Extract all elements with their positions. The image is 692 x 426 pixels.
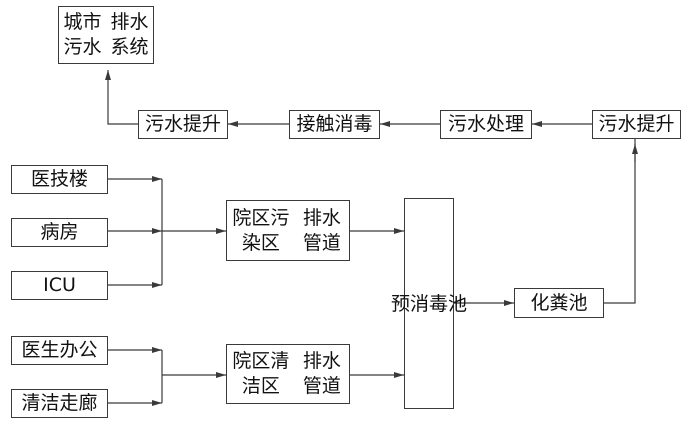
node-label-line: 消 xyxy=(409,292,429,315)
node-cleaning-corridor: 清洁走廊 xyxy=(11,389,108,418)
edge-lift-to-city-sewer xyxy=(105,70,138,125)
node-label-line: 病房 xyxy=(40,221,79,243)
node-label-line: 池 xyxy=(448,292,468,315)
node-septic-tank: 化粪池 xyxy=(514,288,604,318)
node-treatment: 污水处理 xyxy=(440,110,532,139)
node-lift-out: 污水提升 xyxy=(138,110,228,139)
node-city-sewer: 城市污水排水系统 xyxy=(58,6,154,64)
node-doctor-office: 医生办公 xyxy=(11,336,108,365)
node-label-line: 毒 xyxy=(429,292,449,315)
node-label-line: 医生办公 xyxy=(21,339,98,361)
node-medtech: 医技楼 xyxy=(11,165,108,194)
node-label-line: 排水管道 xyxy=(302,206,341,254)
node-pre-disinfection-tank: 预消毒池 xyxy=(391,198,467,409)
node-label-line: 排水系统 xyxy=(110,11,149,58)
node-disinfect: 接触消毒 xyxy=(289,110,380,139)
node-label-line: 清洁走廊 xyxy=(21,392,98,414)
node-label-line: 污水提升 xyxy=(144,113,221,135)
node-label-line: 院区清洁区 xyxy=(232,350,290,397)
node-icu: ICU xyxy=(11,271,108,300)
node-clean-pipe: 院区清洁区排水管道 xyxy=(226,344,350,404)
node-label-line: 污水处理 xyxy=(447,113,524,135)
node-label-line: 排水管道 xyxy=(302,350,341,397)
node-label-line: 城市污水 xyxy=(63,11,102,58)
node-label-line: 接触消毒 xyxy=(296,113,373,135)
node-contaminated-pipe: 院区污染区排水管道 xyxy=(226,200,350,261)
node-ward: 病房 xyxy=(11,218,108,247)
node-lift-in: 污水提升 xyxy=(592,110,681,139)
node-label-line: 医技楼 xyxy=(30,168,88,190)
edge-septic-to-lift xyxy=(604,144,638,304)
node-label-line: 院区污染区 xyxy=(232,206,290,254)
node-label-line: 预 xyxy=(390,292,410,315)
node-label-line: 污水提升 xyxy=(598,113,675,135)
node-label-line: ICU xyxy=(43,274,76,296)
node-label-line: 化粪池 xyxy=(530,291,588,314)
